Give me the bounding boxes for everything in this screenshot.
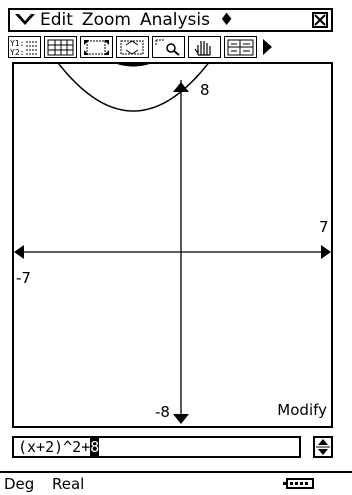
zoom-fit-icon[interactable] [116, 36, 149, 58]
pan-hand-icon[interactable] [188, 36, 221, 58]
more-arrow-icon[interactable] [260, 36, 274, 58]
expression-input-row: (x+2)^2+8 [12, 436, 333, 462]
graph-curve-thin [57, 64, 209, 112]
x-max-label: 7 [319, 218, 329, 236]
x-axis-left-arrow [14, 245, 24, 259]
graph-canvas[interactable] [14, 64, 331, 426]
mode-label: Modify [277, 401, 327, 419]
up-down-arrows-icon[interactable] [313, 436, 333, 458]
status-bar: Deg Real [0, 471, 352, 495]
zoom-in-icon[interactable] [152, 36, 185, 58]
toolbar: Y1: Y2: [8, 34, 333, 60]
y2-label: Y2: [10, 48, 24, 57]
table-icon[interactable] [44, 36, 77, 58]
zoom-box-icon[interactable] [80, 36, 113, 58]
menu-chevron-icon[interactable] [10, 10, 40, 30]
y-axis-bottom-arrow [173, 414, 189, 424]
graph-window[interactable]: 8 -8 -7 7 Modify [12, 62, 333, 428]
view-window-icon[interactable] [224, 36, 257, 58]
angle-mode[interactable]: Deg [4, 475, 35, 493]
y-max-label: 8 [200, 81, 210, 99]
menu-bar: Edit Zoom Analysis ♦ [8, 8, 333, 32]
number-format[interactable]: Real [52, 475, 85, 493]
y-min-label: -8 [155, 403, 170, 421]
battery-icon [283, 478, 314, 489]
y1-y2-table-icon[interactable]: Y1: Y2: [8, 36, 41, 58]
expression-input[interactable]: (x+2)^2+8 [12, 436, 301, 458]
x-min-label: -7 [16, 269, 31, 287]
expression-cursor: 8 [90, 438, 100, 456]
y-axis-top-arrow [173, 82, 189, 92]
menu-diamond[interactable]: ♦ [218, 10, 235, 30]
close-icon[interactable] [312, 12, 328, 28]
expression-text: (x+2)^2+ [18, 438, 91, 456]
x-axis-right-arrow [321, 245, 331, 259]
menu-edit[interactable]: Edit [40, 10, 73, 30]
menu-zoom[interactable]: Zoom [81, 10, 131, 30]
menu-analysis[interactable]: Analysis [139, 10, 210, 30]
y1-label: Y1: [10, 39, 24, 48]
